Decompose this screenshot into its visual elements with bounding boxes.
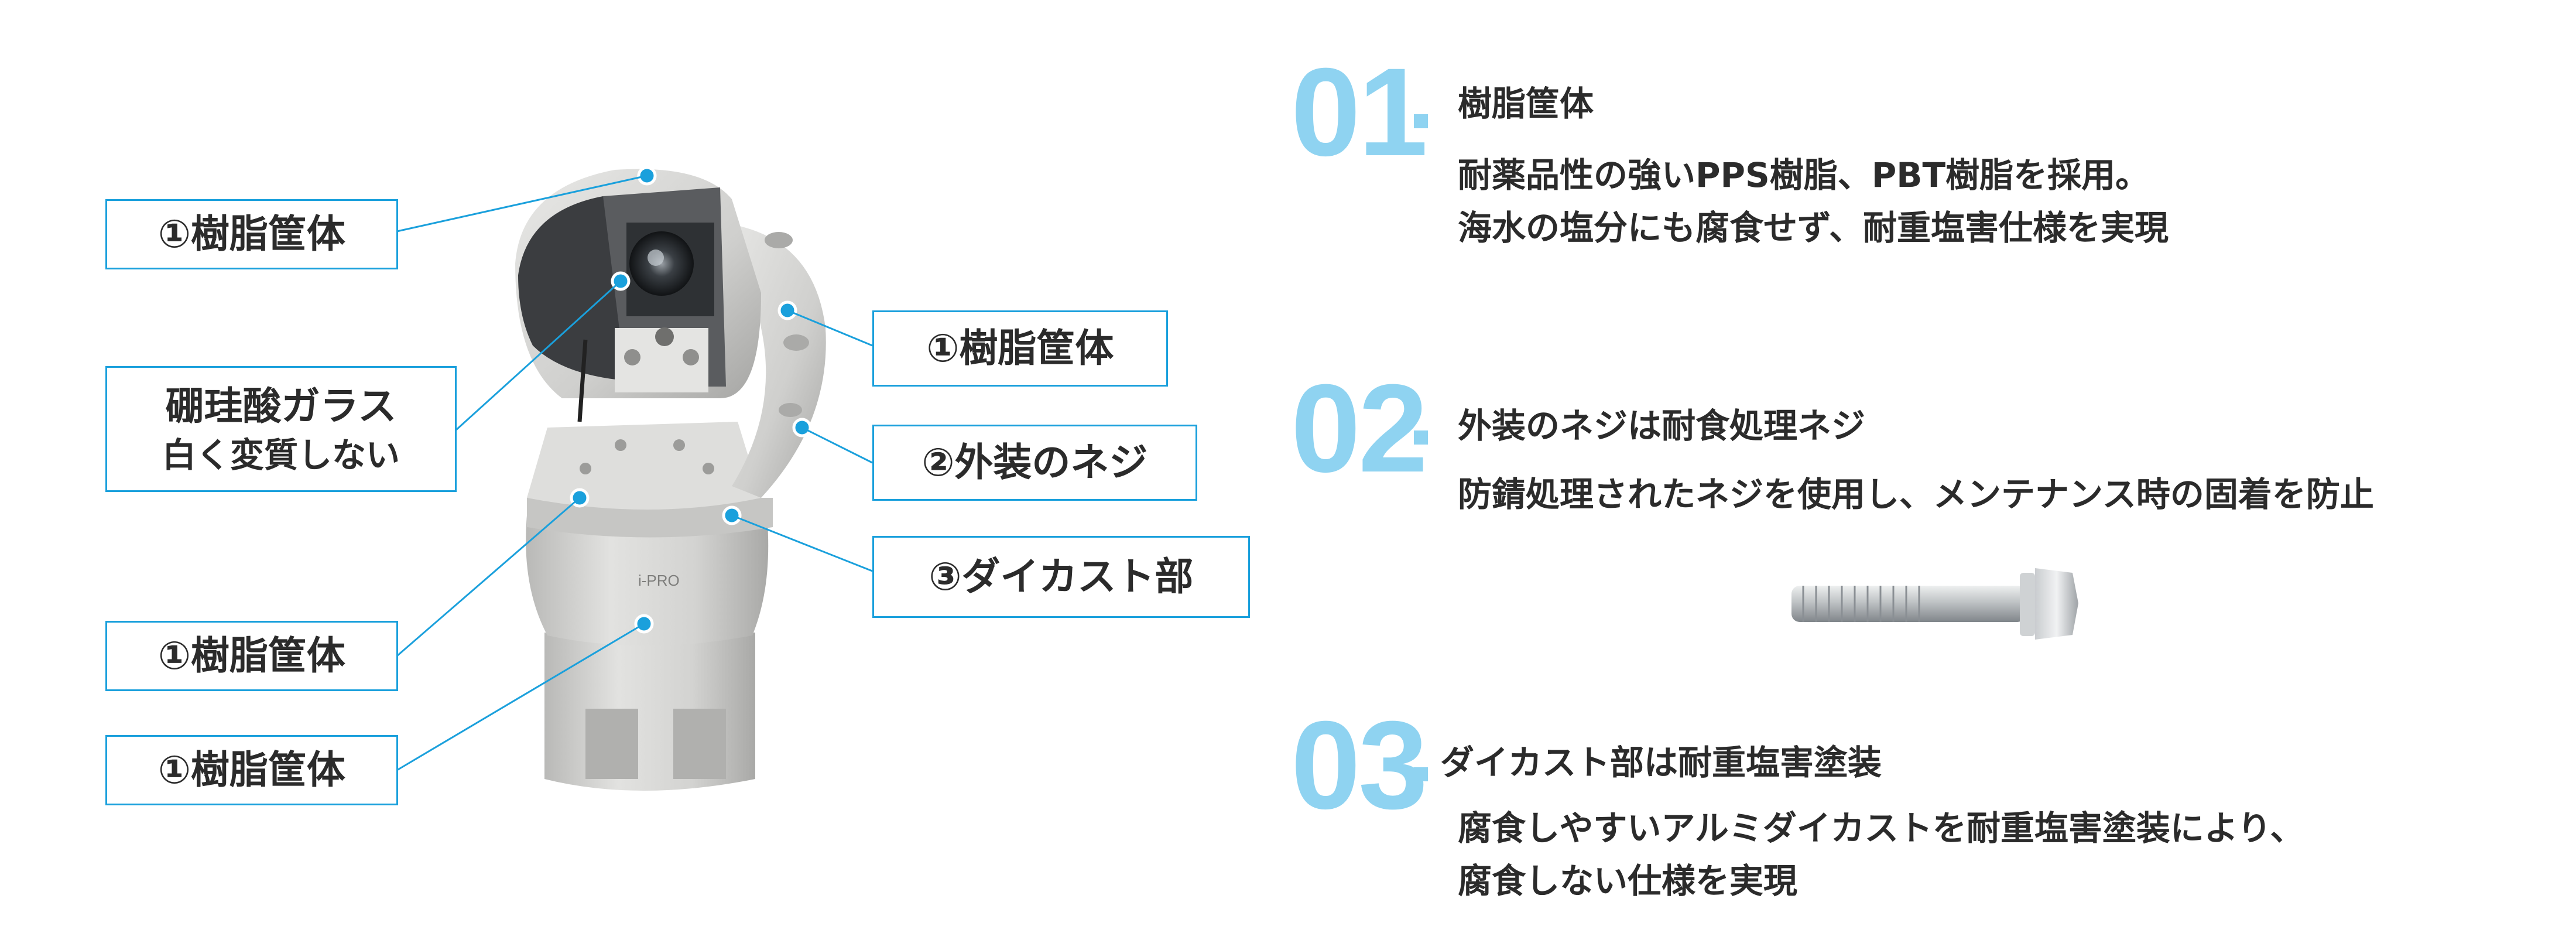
section-03-number: 03: [1291, 695, 1428, 835]
section-02-title: 外装のネジは耐食処理ネジ: [1458, 406, 1866, 446]
section-03-number-dot: [1414, 767, 1428, 781]
section-03-body-line1: 腐食しやすいアルミダイカストを耐重塩害塗装により、: [1458, 808, 2304, 848]
lens: [629, 231, 694, 296]
section-02-body: 防錆処理されたネジを使用し、メンテナンス時の固着を防止: [1458, 469, 2374, 521]
bolt-illustration: [1791, 568, 2078, 640]
callout-housing-right-label: ①樹脂筐体: [926, 326, 1114, 371]
callout-housing-right: ①樹脂筐体: [872, 310, 1168, 387]
ptz-camera-illustration: i-PRO: [396, 166, 873, 791]
callout-housing-mid-left: ①樹脂筐体: [105, 621, 398, 691]
section-01-body-line2: 海水の塩分にも腐食せず、耐重塩害仕様を実現: [1458, 207, 2169, 248]
callout-housing-top-label: ①樹脂筐体: [158, 211, 345, 257]
callout-glass-line1: 硼珪酸ガラス: [165, 383, 397, 429]
glass-window: [518, 196, 626, 381]
section-03-body-line2: 腐食しない仕様を実現: [1458, 860, 1798, 901]
section-01-body: 耐薬品性の強いPPS樹脂、PBT樹脂を採用。 海水の塩分にも腐食せず、耐重塩害仕…: [1458, 149, 2169, 255]
section-01-body-line1: 耐薬品性の強いPPS樹脂、PBT樹脂を採用。: [1458, 155, 2150, 195]
section-03-body: 腐食しやすいアルミダイカストを耐重塩害塗装により、 腐食しない仕様を実現: [1458, 802, 2304, 908]
callout-screw: ②外装のネジ: [872, 425, 1197, 501]
callout-housing-bottom-left: ①樹脂筐体: [105, 735, 398, 805]
camera-logo: i-PRO: [638, 572, 680, 589]
section-01-number: 01: [1291, 42, 1428, 182]
camera-body: [526, 515, 769, 646]
callout-housing-mid-left-label: ①樹脂筐体: [158, 633, 345, 679]
section-02-number-dot: [1414, 430, 1428, 445]
section-01-title: 樹脂筐体: [1458, 84, 1594, 124]
section-02-number: 02: [1291, 358, 1428, 498]
camera-yoke: [527, 422, 761, 510]
callout-diecast: ③ダイカスト部: [872, 536, 1250, 618]
callout-housing-top: ①樹脂筐体: [105, 199, 398, 269]
callout-housing-bottom-left-label: ①樹脂筐体: [158, 747, 345, 793]
section-01-number-dot: [1414, 114, 1428, 128]
callout-screw-label: ②外装のネジ: [922, 440, 1148, 486]
callout-glass: 硼珪酸ガラス 白く変質しない: [105, 366, 457, 492]
callout-glass-line2: 白く変質しない: [162, 435, 400, 475]
callout-diecast-label: ③ダイカスト部: [929, 554, 1194, 600]
diecast-ring: [527, 498, 773, 538]
section-03-title: ダイカスト部は耐重塩害塗装: [1440, 743, 1882, 782]
section-02-body-line1: 防錆処理されたネジを使用し、メンテナンス時の固着を防止: [1458, 474, 2374, 514]
